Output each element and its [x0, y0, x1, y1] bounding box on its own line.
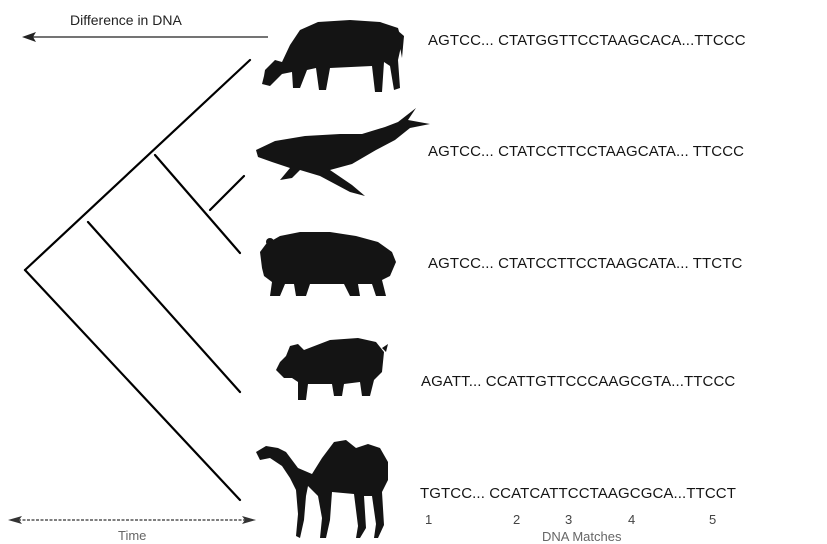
match-marker-3: 3: [565, 513, 572, 526]
match-marker-1: 1: [425, 513, 432, 526]
difference-in-dna-label: Difference in DNA: [70, 13, 182, 27]
match-marker-2: 2: [513, 513, 520, 526]
tree-branches: [25, 60, 250, 500]
cow-sequence: AGTCC... CTATGGTTCCTAAGCACA...TTCCC: [428, 33, 746, 48]
camel-silhouette-icon: [256, 440, 388, 538]
cow-silhouette-icon: [262, 20, 404, 92]
pig-sequence: AGATT... CCATTGTTCCCAAGCGTA...TTCCC: [421, 374, 735, 389]
camel-sequence: TGTCC... CCATCATTCCTAAGCGCA...TTCCT: [420, 486, 736, 501]
time-arrow: [8, 516, 256, 524]
dna-matches-label: DNA Matches: [542, 530, 621, 543]
match-marker-4: 4: [628, 513, 635, 526]
hippo-sequence: AGTCC... CTATCCTTCCTAAGCATA... TTCTC: [428, 256, 742, 271]
whale-sequence: AGTCC... CTATCCTTCCTAAGCATA... TTCCC: [428, 144, 744, 159]
time-label: Time: [118, 529, 146, 542]
match-marker-5: 5: [709, 513, 716, 526]
hippo-silhouette-icon: [260, 232, 396, 296]
whale-silhouette-icon: [256, 108, 430, 196]
difference-arrow: [22, 32, 268, 42]
pig-silhouette-icon: [276, 338, 388, 400]
